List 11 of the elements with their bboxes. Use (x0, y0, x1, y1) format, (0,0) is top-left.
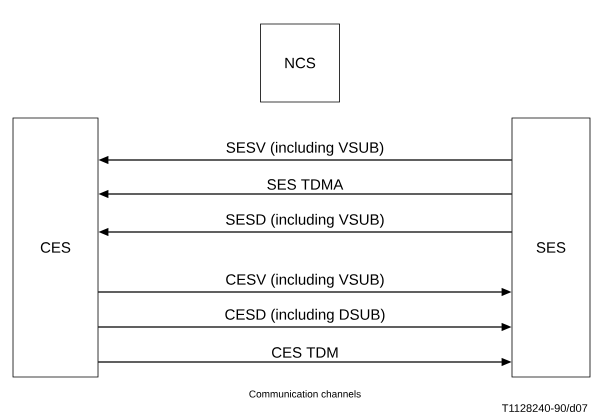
edge-label: SES TDMA (267, 179, 344, 190)
edge-label: CES TDM (272, 347, 338, 358)
station-box: CES (12, 118, 98, 378)
station-box: SES (512, 118, 590, 378)
edge-label: CESV (including VSUB) (226, 274, 384, 288)
edge-label: SESV (including VSUB) (226, 142, 384, 156)
edge-label: CESD (including DSUB) (225, 308, 384, 323)
caption: Communication channels (249, 390, 361, 398)
edge-label: SESD (including VSUB) (226, 214, 384, 228)
station-box: NCS (260, 24, 340, 102)
figure-code: T1128240-90/d07 (502, 404, 588, 412)
